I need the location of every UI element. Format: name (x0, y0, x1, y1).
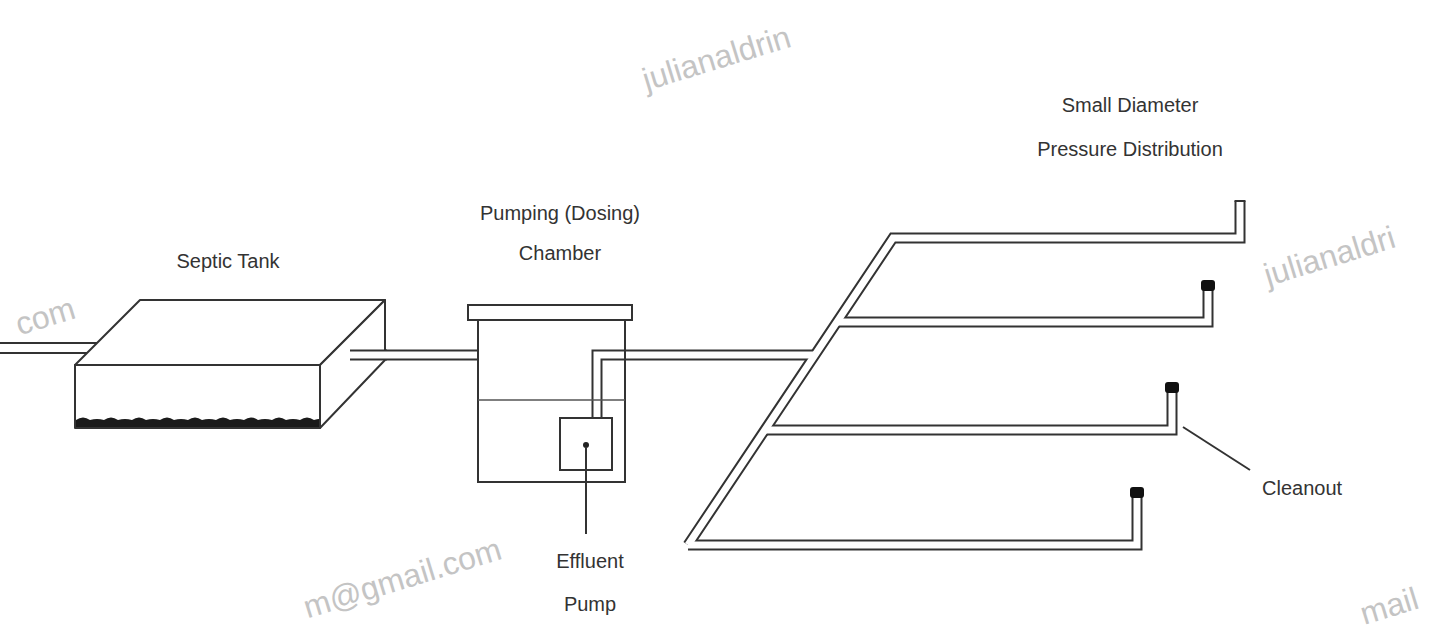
lateral-bore (680, 352, 815, 359)
watermark: julianaldrin (638, 18, 795, 98)
pressure-distribution: Small Diameter Pressure Distribution (680, 195, 1252, 555)
pipe-wall (386, 350, 478, 361)
pipe-connector (386, 355, 478, 356)
cleanout-cap (1165, 382, 1179, 393)
pump-dot (583, 442, 589, 448)
chamber-lid (468, 305, 632, 320)
lateral-wall (765, 392, 1172, 430)
outlet-pipe (350, 355, 387, 356)
tank-front (75, 365, 320, 428)
effluent-pump: Effluent Pump (560, 418, 612, 470)
pipe-bore (386, 352, 478, 359)
outlet-bore (350, 352, 387, 359)
pipe-wall (597, 355, 680, 418)
cleanout-cap (1130, 487, 1144, 498)
lateral-wall (680, 350, 815, 361)
cleanout-cap (1201, 280, 1215, 291)
chamber-body (478, 320, 625, 482)
effluent-pump-outline (560, 418, 612, 470)
node-label: Septic Tank (128, 250, 328, 273)
pipe-bore (597, 355, 680, 418)
septic-tank: Septic Tank (75, 300, 386, 430)
callout-label: Cleanout (1262, 477, 1342, 500)
node-label: Pumping (Dosing) Chamber (450, 193, 670, 273)
pipe-end (1235, 200, 1246, 202)
pressure-distribution-outline (680, 195, 1252, 555)
pipe-connector (597, 355, 680, 418)
lateral-bore (837, 290, 1208, 322)
watermark: julianaldri (1260, 219, 1400, 294)
lateral-wall (688, 497, 1137, 545)
tank-side (320, 300, 385, 428)
lateral-bore (765, 392, 1172, 430)
watermark: m@gmail.com (299, 531, 506, 626)
liquid-level (478, 399, 625, 401)
outlet-wall (350, 350, 387, 361)
distribution-pipes (680, 201, 1246, 545)
node-label: Effluent Pump (530, 540, 650, 626)
lateral-bore (688, 497, 1137, 545)
pump-leader (585, 448, 587, 534)
watermark: mail (1356, 580, 1423, 633)
lateral-wall (688, 201, 1240, 545)
lateral-wall (837, 290, 1208, 322)
sludge-layer (76, 418, 319, 428)
watermark: com (11, 290, 80, 343)
septic-tank-outline (75, 300, 386, 430)
cleanout-leader (1183, 427, 1250, 470)
dosing-chamber: Pumping (Dosing) ChamberEffluent Pump (468, 305, 632, 483)
node-label: Small Diameter Pressure Distribution (1023, 83, 1238, 171)
lateral-bore (688, 201, 1240, 545)
